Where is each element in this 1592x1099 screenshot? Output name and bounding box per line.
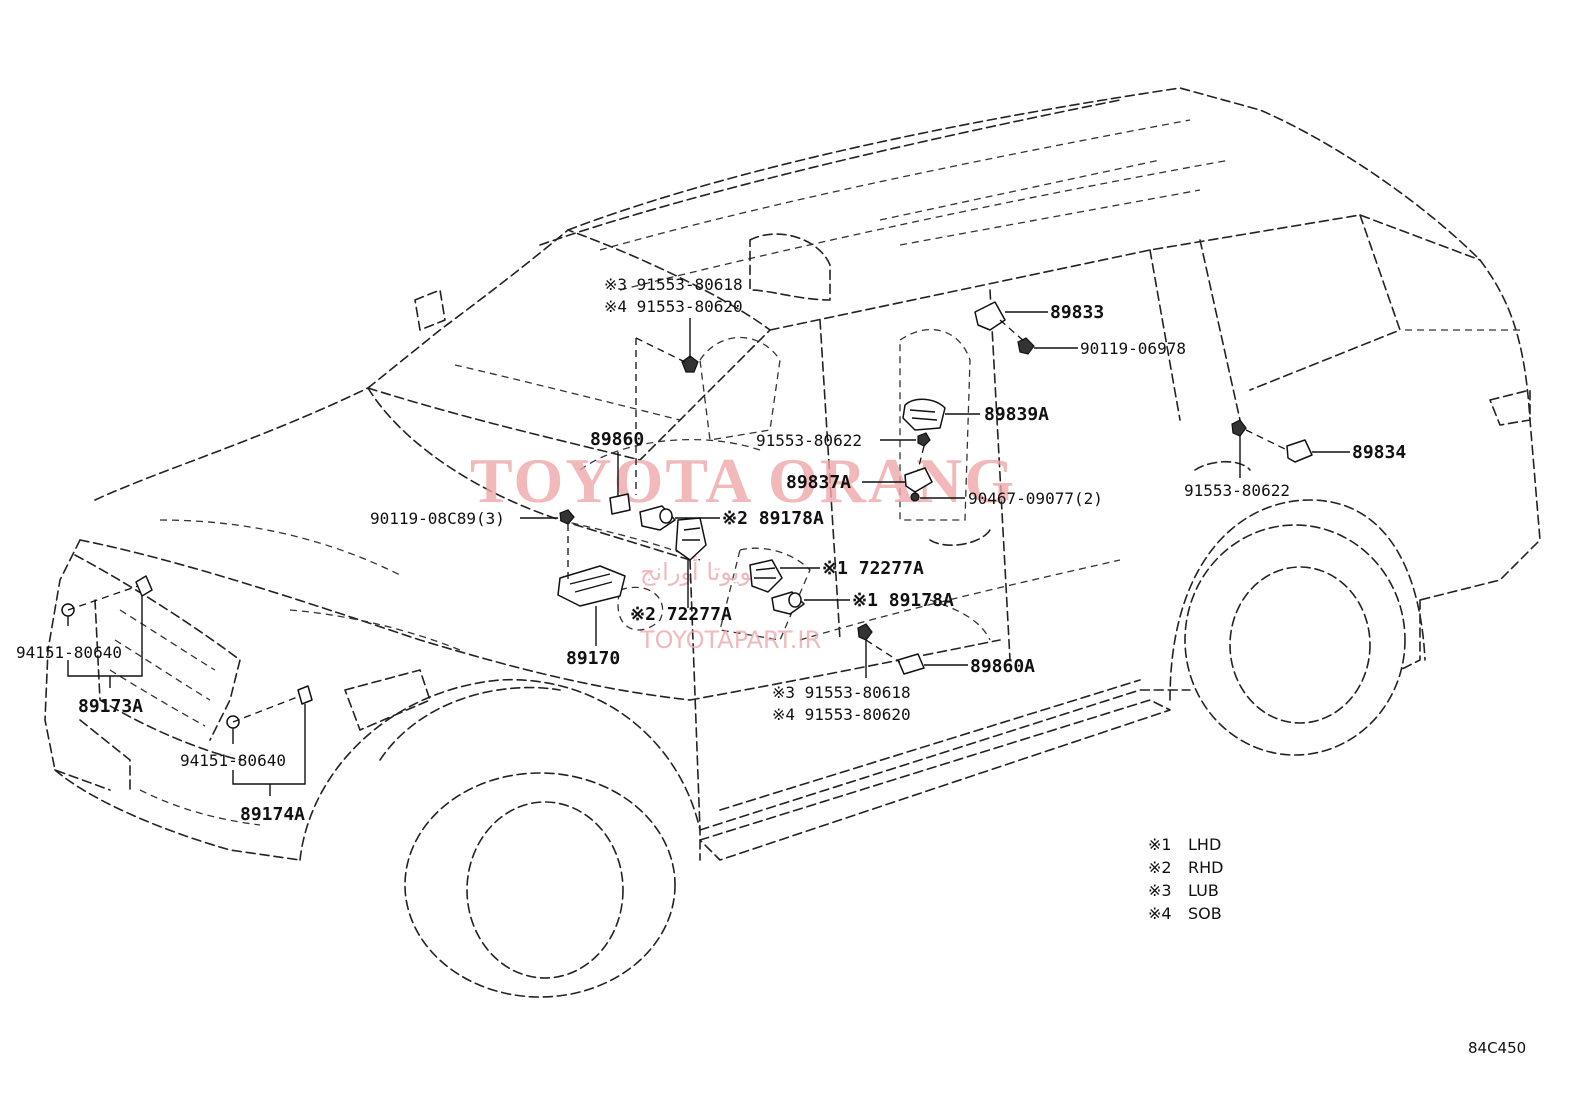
callout-89860A: 89860A bbox=[970, 656, 1035, 677]
callout-89178A-lhd: ※1 89178A bbox=[852, 590, 954, 611]
callout-91553-80622-right: 91553-80622 bbox=[1184, 481, 1290, 500]
callout-94151-left: 94151-80640 bbox=[16, 643, 122, 662]
part-89178A-lhd[interactable] bbox=[771, 591, 805, 615]
callout-p2: ※4 91553-80620 bbox=[604, 297, 743, 316]
watermark-site: TOYOTAPART.IR bbox=[639, 626, 821, 654]
callout-p21: ※3 91553-80618 bbox=[772, 683, 911, 702]
part-89837A[interactable] bbox=[904, 467, 933, 493]
watermark-arabic: تويوتا أورانج bbox=[640, 556, 758, 586]
part-89170[interactable] bbox=[557, 565, 626, 607]
callout-89170: 89170 bbox=[566, 648, 620, 669]
nut-90467[interactable] bbox=[910, 492, 920, 502]
part-89860[interactable] bbox=[609, 493, 631, 515]
legend-text-4: SOB bbox=[1188, 904, 1222, 923]
part-89174A[interactable] bbox=[297, 685, 313, 705]
callout-89174A: 89174A bbox=[240, 804, 305, 825]
vehicle-outline bbox=[44, 87, 1541, 998]
callout-90119-06978: 90119-06978 bbox=[1080, 339, 1186, 358]
part-89833[interactable] bbox=[974, 301, 1006, 331]
callout-labels: ※3 91553-80618 ※4 91553-80620 89833 9011… bbox=[16, 275, 1406, 825]
bolt-90119-06978[interactable] bbox=[1017, 337, 1035, 355]
parts bbox=[61, 301, 1313, 729]
legend-text-3: LUB bbox=[1188, 881, 1219, 900]
watermark-title: TOYOTA ORANG bbox=[470, 445, 1016, 516]
part-72277A-lhd[interactable] bbox=[749, 559, 783, 593]
callout-91553-80622-mid: 91553-80622 bbox=[756, 431, 862, 450]
callout-72277A-rhd: ※2 72277A bbox=[630, 604, 732, 625]
bolt-91553-top[interactable] bbox=[681, 355, 699, 373]
bolt-91553-80622-right[interactable] bbox=[1231, 419, 1247, 437]
part-89178A-rhd[interactable] bbox=[639, 505, 676, 531]
bolt-91553-80622-mid[interactable] bbox=[917, 432, 931, 447]
callout-90119-08C89: 90119-08C89(3) bbox=[370, 509, 505, 528]
legend-mark-3: ※3 bbox=[1148, 881, 1172, 900]
part-89173A[interactable] bbox=[135, 575, 153, 597]
callout-89834: 89834 bbox=[1352, 442, 1406, 463]
callout-89178A-rhd: ※2 89178A bbox=[722, 508, 824, 529]
callout-89860: 89860 bbox=[590, 429, 644, 450]
bolt-90119-08C89[interactable] bbox=[559, 509, 575, 525]
legend-text-1: LHD bbox=[1188, 835, 1221, 854]
diagram-code: 84C450 bbox=[1468, 1039, 1526, 1057]
callout-89833: 89833 bbox=[1050, 302, 1104, 323]
callout-89837A: 89837A bbox=[786, 472, 851, 493]
legend-mark-2: ※2 bbox=[1148, 858, 1172, 877]
leader-lines bbox=[67, 311, 1350, 796]
legend: ※1 LHD ※2 RHD ※3 LUB ※4 SOB bbox=[1148, 835, 1223, 923]
callout-89173A: 89173A bbox=[78, 696, 143, 717]
callout-94151-right: 94151-80640 bbox=[180, 751, 286, 770]
legend-mark-4: ※4 bbox=[1148, 904, 1172, 923]
legend-text-2: RHD bbox=[1188, 858, 1223, 877]
legend-mark-1: ※1 bbox=[1148, 835, 1172, 854]
bolt-91553-lower[interactable] bbox=[857, 623, 873, 641]
part-89839A[interactable] bbox=[902, 398, 946, 431]
callout-p22: ※4 91553-80620 bbox=[772, 705, 911, 724]
callout-p1: ※3 91553-80618 bbox=[604, 275, 743, 294]
part-89860A[interactable] bbox=[897, 653, 925, 675]
callout-72277A-lhd: ※1 72277A bbox=[822, 558, 924, 579]
callout-90467-09077: 90467-09077(2) bbox=[968, 489, 1103, 508]
callout-89839A: 89839A bbox=[984, 404, 1049, 425]
part-89834[interactable] bbox=[1286, 439, 1313, 463]
part-72277A-rhd[interactable] bbox=[675, 517, 707, 561]
